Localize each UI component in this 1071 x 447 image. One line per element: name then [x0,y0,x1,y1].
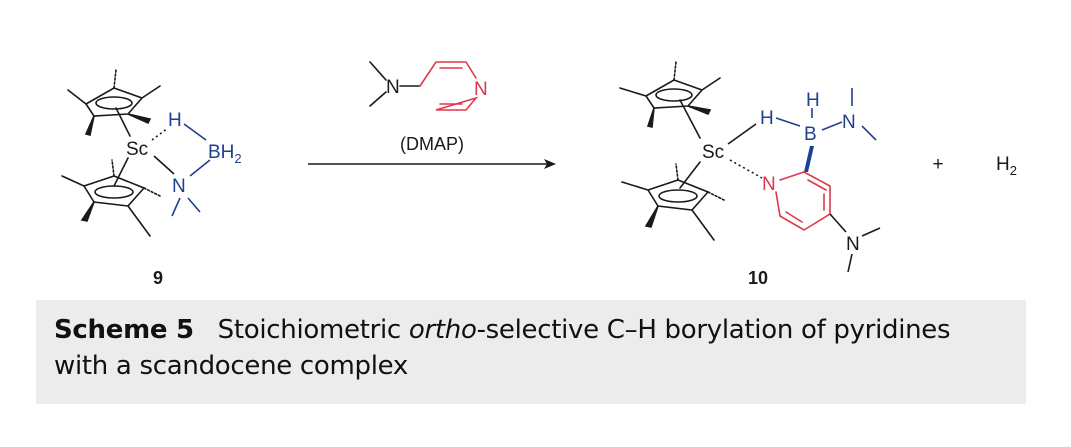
hydride-label-left: H [168,110,182,131]
compound-number-10: 10 [748,268,768,288]
amide-n-label: N [842,112,856,133]
boron-label-right: B [804,124,817,145]
dmap-methyl-1 [861,227,881,237]
dmap-amine-n: N [386,77,400,98]
pyridine-n-label-right: N [762,174,776,195]
sc-n-dative-bond [729,159,763,179]
caption-italic: ortho [408,315,477,345]
amide-methyl-2 [861,125,877,141]
lower-cp-ring-right [621,163,725,241]
reagent-label: (DMAP) [400,134,464,154]
lower-cp-ring [61,159,161,237]
h-b-bond-left [183,123,207,141]
boron-h-label: H [806,90,820,111]
n-b-bond-left [189,159,211,177]
b-c-wedge-bond [804,146,814,172]
caption-panel: Scheme 5 Stoichiometric ortho-selective … [36,300,1026,404]
caption-text-start: Stoichiometric [217,315,409,345]
n-methyl-2-left [187,197,201,213]
compound-9 [61,69,161,237]
scheme-caption: Scheme 5 Stoichiometric ortho-selective … [54,312,1008,384]
sc-label-right: Sc [702,142,724,163]
dmap-n-label-right: N [846,234,860,255]
n-methyl-1-left [171,197,181,217]
compound-10 [619,61,725,241]
sc-n-bond-left [153,155,175,175]
ring-n-bond [829,213,847,233]
h-b-bond-right [775,117,801,127]
dmap-pyridine-n: N [474,79,488,100]
nitrogen-label-left: N [172,176,186,197]
dmap-structure [369,61,479,111]
upper-cp-ring-right [619,61,721,128]
compound-number-9: 9 [153,268,163,288]
boron-label-left: BH2 [208,142,242,166]
upper-cp-ring [67,69,161,136]
reaction-arrowhead [544,159,556,169]
sc-h-bond-right [727,123,757,145]
caption-text-end: -selective C–H borylation of pyridines w… [54,315,951,381]
sc-label-left: Sc [126,139,148,160]
b-n-bond-right [821,121,843,131]
caption-label: Scheme 5 [54,315,194,345]
plus-sign: + [932,154,943,175]
pyridine-ring-right [775,171,831,231]
sc-h-agostic-left [151,127,169,141]
hydrogen-byproduct: H2 [996,154,1017,178]
hydride-label-right: H [760,108,774,129]
dmap-methyl-2 [847,253,853,273]
